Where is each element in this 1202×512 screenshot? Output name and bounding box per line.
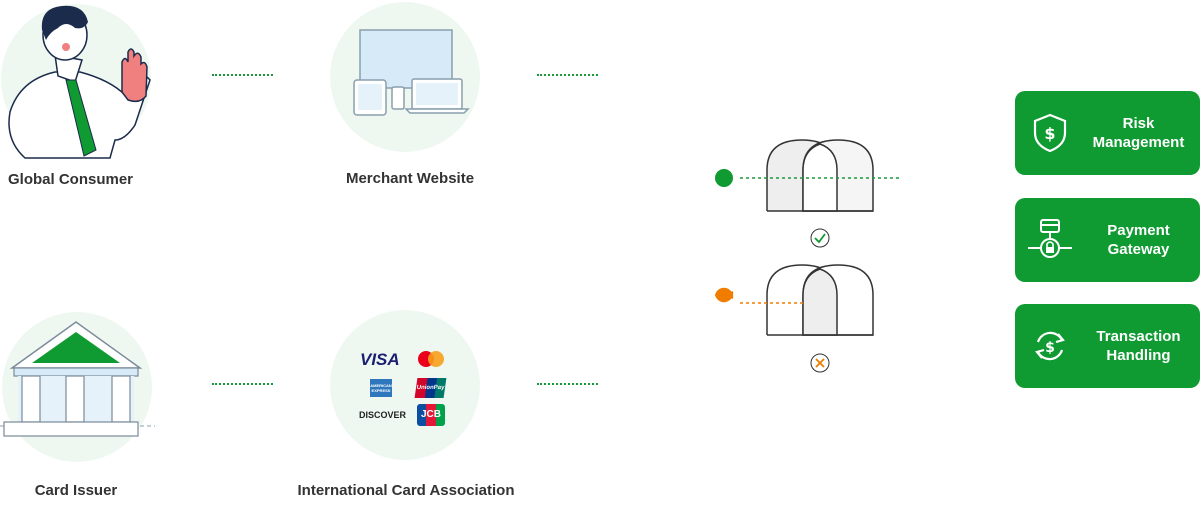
- unionpay-logo-text: UnionPay: [416, 385, 445, 391]
- transaction-handling-card[interactable]: $ Transaction Handling: [1015, 304, 1200, 388]
- connector-merchant-gates: [537, 74, 598, 76]
- gate-diagram: [715, 139, 900, 373]
- jcb-logo: JCB: [417, 404, 445, 426]
- payment-gateway-card[interactable]: Payment Gateway: [1015, 198, 1200, 282]
- payment-gateway-line2: Gateway: [1107, 241, 1170, 258]
- connector-consumer-merchant: [212, 74, 273, 76]
- unionpay-logo: UnionPay: [414, 378, 447, 398]
- x-icon: [810, 353, 830, 373]
- payment-gateway-line1: Payment: [1107, 222, 1170, 239]
- mastercard-logo-icon: [418, 351, 444, 367]
- svg-text:$: $: [1044, 124, 1055, 143]
- check-icon: [810, 228, 830, 248]
- svg-text:$: $: [1045, 340, 1055, 356]
- discover-logo: DISCOVER: [359, 410, 407, 420]
- risk-management-line2: Management: [1092, 134, 1185, 151]
- card-association-label: International Card Association: [297, 482, 515, 499]
- card-issuer-label: Card Issuer: [34, 482, 118, 499]
- transaction-handling-line2: Handling: [1106, 347, 1171, 364]
- rejected-token-icon: [715, 287, 734, 303]
- consumer-illustration-icon: [8, 5, 151, 159]
- risk-management-card[interactable]: $ Risk Management: [1015, 91, 1200, 175]
- refresh-dollar-icon: $: [1035, 331, 1065, 361]
- card-association-circle: [330, 310, 480, 460]
- connector-issuer-association: [212, 383, 273, 385]
- jcb-logo-text: JCB: [420, 409, 441, 420]
- connector-association-gates: [537, 383, 598, 385]
- global-consumer-label: Global Consumer: [7, 171, 134, 188]
- payment-gateway-icon: [1028, 219, 1072, 258]
- devices-icon: [353, 29, 470, 116]
- amex-logo: AMERICAN EXPRESS: [370, 379, 392, 397]
- amex-logo-text: AMERICAN EXPRESS: [370, 383, 392, 393]
- visa-logo: VISA: [360, 350, 400, 369]
- accepted-token-icon: [715, 169, 733, 187]
- bank-building-icon: [0, 321, 155, 437]
- risk-management-line1: Risk: [1122, 115, 1155, 132]
- merchant-website-label: Merchant Website: [345, 170, 475, 187]
- shield-dollar-icon: $: [1033, 113, 1067, 153]
- transaction-handling-line1: Transaction: [1096, 328, 1181, 345]
